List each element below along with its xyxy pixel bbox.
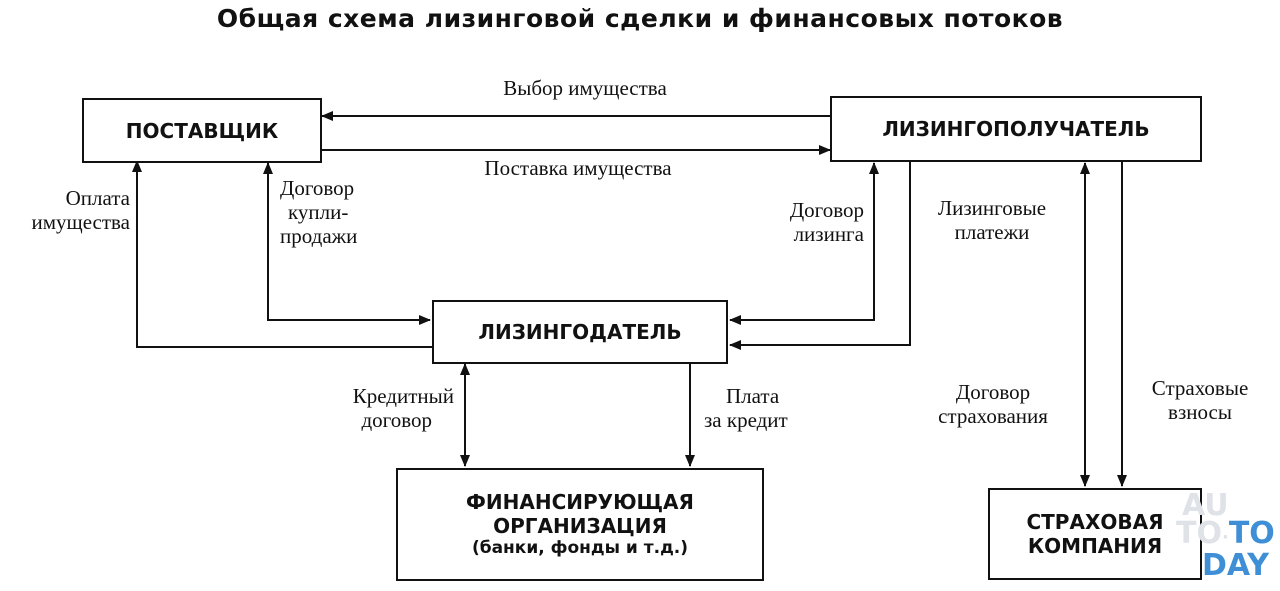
lessee-label: ЛИЗИНГОПОЛУЧАТЕЛЬ bbox=[882, 117, 1150, 141]
credit-fee-line1: Плата bbox=[726, 384, 780, 408]
credit-fee-label: Плата за кредит bbox=[704, 384, 834, 432]
payment-label-line2: имущества bbox=[31, 210, 131, 234]
insurance-contract-line1: Договор bbox=[955, 380, 1031, 404]
insurance-label-line1: СТРАХОВАЯ bbox=[1026, 510, 1164, 534]
sale-contract-line1: Договор bbox=[280, 176, 355, 200]
supplier-box: ПОСТАВЩИК bbox=[82, 98, 322, 163]
insurance-contract-line2: страхования bbox=[938, 404, 1048, 428]
delivery-label: Поставка имущества bbox=[484, 156, 672, 180]
choice-label: Выбор имущества bbox=[503, 76, 667, 100]
payment-label: Оплата имущества bbox=[0, 186, 131, 234]
payment-arrow bbox=[132, 160, 432, 348]
lease-contract-line2: лизинга bbox=[793, 222, 864, 246]
finance-label-line1: ФИНАНСИРУЮЩАЯ bbox=[466, 490, 694, 515]
sale-contract-label: Договор купли- продажи bbox=[280, 176, 400, 248]
sale-contract-line3: продажи bbox=[280, 224, 358, 248]
lease-payments-label: Лизинговые платежи bbox=[914, 196, 1070, 244]
diagram-title: Общая схема лизинговой сделки и финансов… bbox=[216, 4, 1064, 33]
credit-contract-line2: договор bbox=[361, 408, 432, 432]
sale-contract-line2: купли- bbox=[288, 200, 349, 224]
lease-contract-label: Договор лизинга bbox=[740, 198, 864, 246]
finance-label-line2: ОРГАНИЗАЦИЯ bbox=[493, 514, 667, 539]
payment-label-line1: Оплата bbox=[65, 186, 130, 210]
credit-fee-line2: за кредит bbox=[704, 408, 788, 432]
watermark-line1: AU bbox=[1182, 488, 1229, 523]
insurance-premiums-line2: взносы bbox=[1168, 400, 1232, 424]
lease-payments-line1: Лизинговые bbox=[937, 196, 1047, 220]
supplier-label: ПОСТАВЩИК bbox=[125, 118, 279, 143]
lease-payments-line2: платежи bbox=[954, 220, 1030, 244]
lessee-box: ЛИЗИНГОПОЛУЧАТЕЛЬ bbox=[830, 96, 1202, 162]
watermark-logo: AU TO·TO DAY bbox=[1176, 488, 1280, 588]
insurance-box: СТРАХОВАЯ КОМПАНИЯ bbox=[988, 488, 1202, 580]
sale-contract-arrow-b bbox=[267, 300, 431, 325]
finance-box: ФИНАНСИРУЮЩАЯ ОРГАНИЗАЦИЯ (банки, фонды … bbox=[396, 468, 764, 581]
finance-label-line3: (банки, фонды и т.д.) bbox=[471, 538, 689, 559]
credit-contract-label: Кредитный договор bbox=[300, 384, 454, 432]
lease-contract-arrow-b bbox=[729, 290, 875, 325]
lease-payments-arrow bbox=[729, 162, 911, 350]
lease-contract-line1: Договор bbox=[789, 198, 864, 222]
watermark-line3: DAY bbox=[1202, 548, 1269, 583]
insurance-premiums-label: Страховые взносы bbox=[1132, 376, 1268, 424]
insurance-premiums-line1: Страховые bbox=[1151, 376, 1249, 400]
lessor-box: ЛИЗИНГОДАТЕЛЬ bbox=[432, 300, 728, 364]
insurance-label-line2: КОМПАНИЯ bbox=[1027, 534, 1163, 558]
insurance-contract-label: Договор страхования bbox=[910, 380, 1076, 428]
watermark-line2: TO·TO bbox=[1176, 516, 1275, 551]
credit-contract-line1: Кредитный bbox=[352, 384, 454, 408]
lessor-label: ЛИЗИНГОДАТЕЛЬ bbox=[478, 320, 682, 344]
